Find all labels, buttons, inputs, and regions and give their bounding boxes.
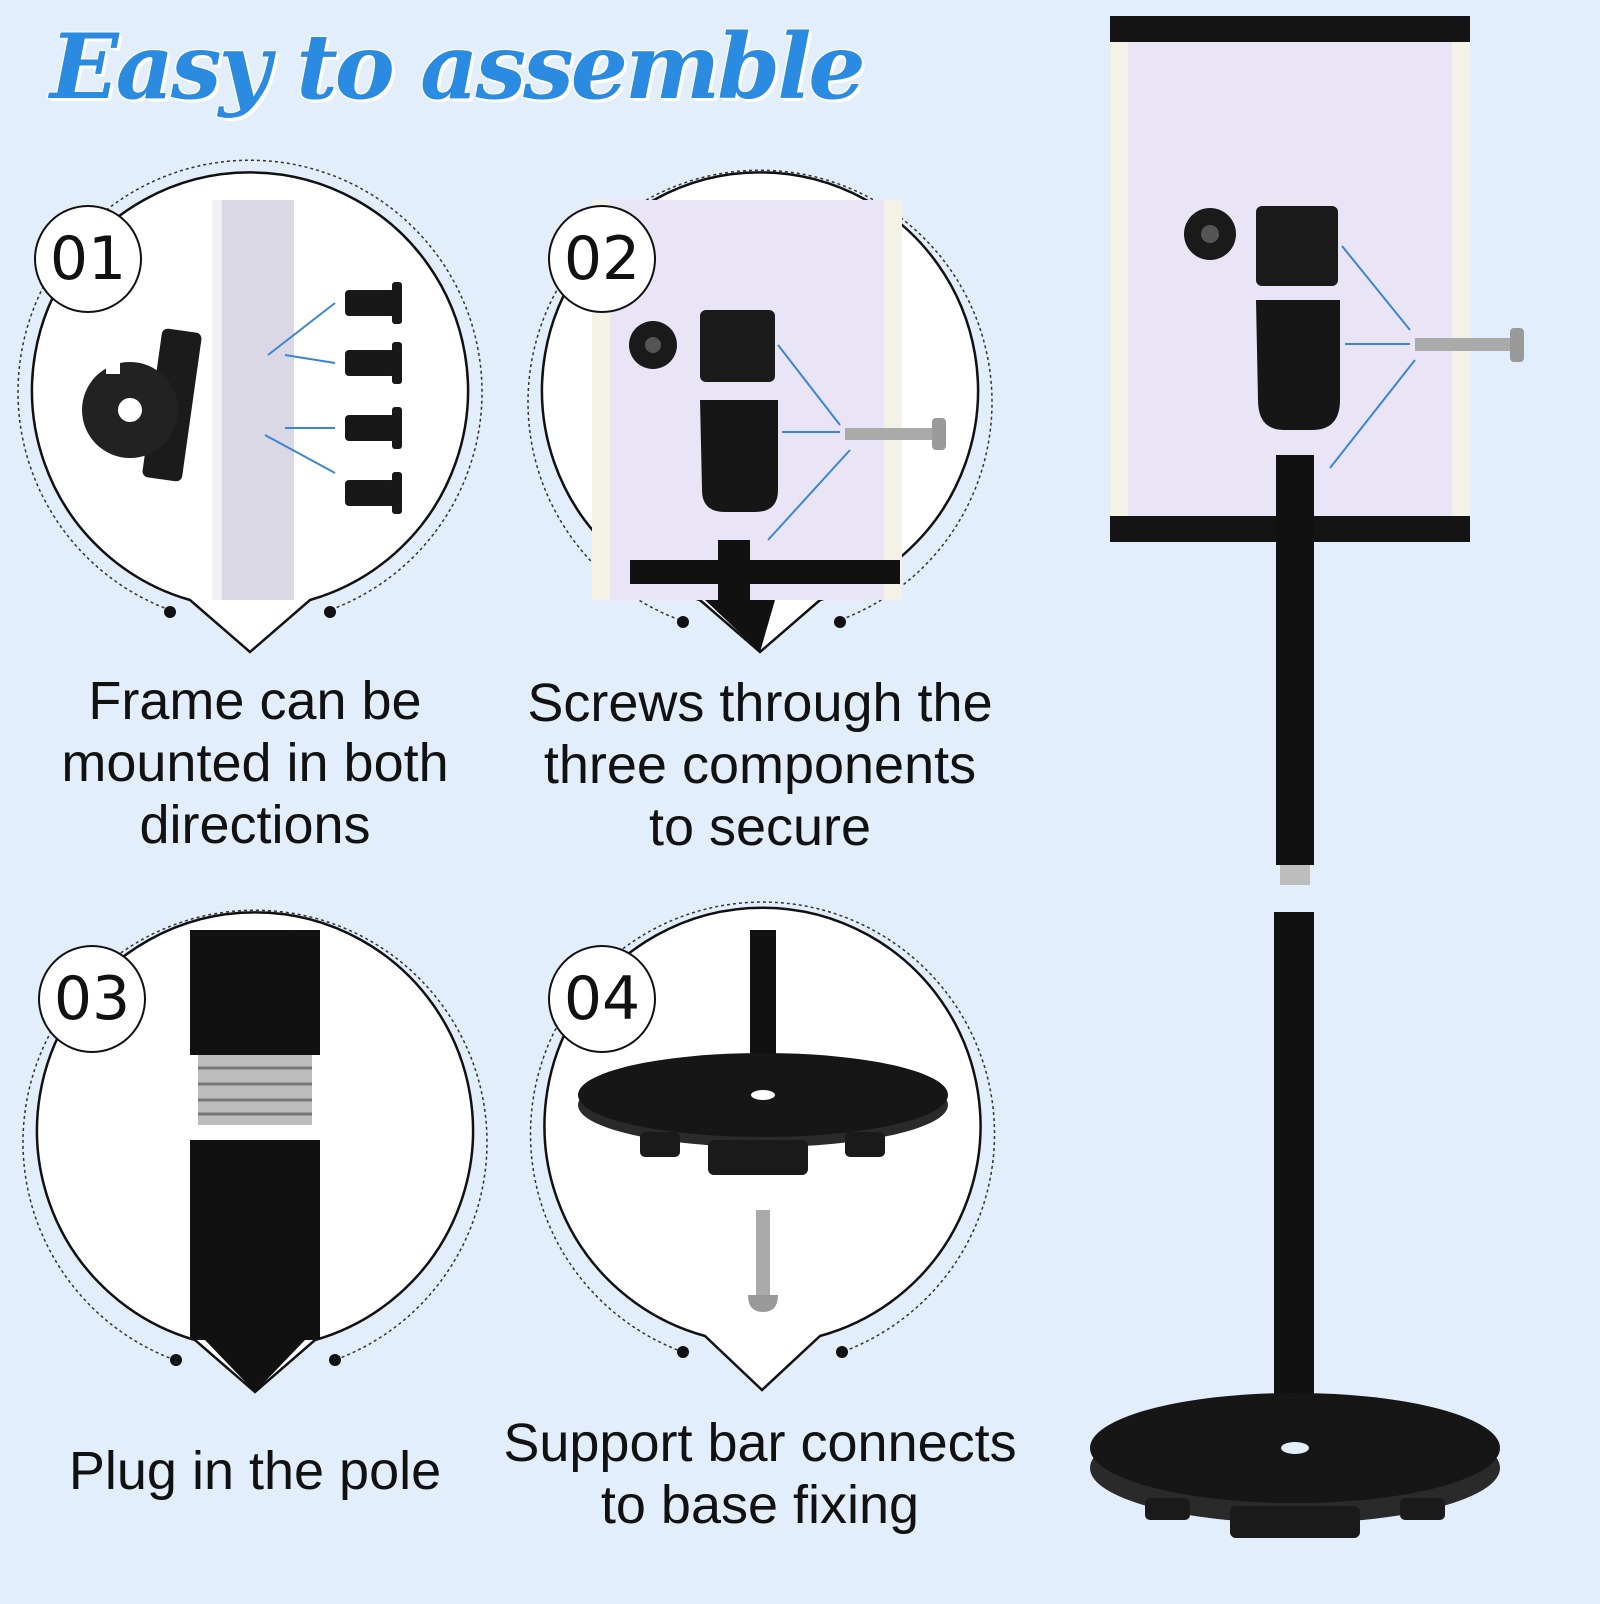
step-01: 01 Frame can be mounted in both directio… — [0, 159, 500, 855]
step-03: 03 Plug in the pole — [0, 900, 500, 1501]
step-02: 02 Screws through the three components t… — [520, 160, 1040, 857]
upper-pole — [1276, 455, 1314, 865]
lower-pole — [190, 1140, 320, 1340]
step-caption-03: Plug in the pole — [68, 1441, 442, 1501]
step-badge-02: 02 — [548, 205, 656, 313]
clamp-block — [700, 310, 775, 382]
bolt-icon — [748, 1210, 778, 1312]
step-badge-01: 01 — [34, 205, 142, 313]
frame-edge — [214, 200, 294, 600]
step-04-illustration — [529, 901, 996, 1392]
step-caption-04: Support bar connects to base fixing — [503, 1413, 1017, 1535]
step-caption-02: Screws through the three components to s… — [527, 673, 993, 857]
clamp-body — [700, 400, 778, 512]
bolt-icon — [845, 418, 946, 450]
assembled-stand-illustration — [1090, 16, 1524, 1538]
upper-pole — [190, 930, 320, 1055]
clamp-body — [1256, 300, 1340, 430]
mount-bracket-icon — [82, 328, 202, 482]
knob-icon — [629, 321, 677, 369]
thread-icon — [1280, 865, 1310, 885]
screws-icon — [345, 282, 402, 514]
pole — [750, 930, 776, 1070]
step-04: 04 Support bar connects to base fixing — [503, 900, 1040, 1535]
guide-lines — [264, 302, 336, 474]
step-caption-01: Frame can be mounted in both directions — [61, 671, 449, 855]
bolt-icon — [1415, 328, 1524, 362]
step-badge-04: 04 — [548, 945, 656, 1053]
page-title: Easy to assemble — [50, 14, 866, 120]
step-badge-03: 03 — [38, 945, 146, 1053]
assembled-stand — [1060, 0, 1600, 1600]
step-01-illustration — [17, 159, 483, 654]
step-03-illustration — [22, 909, 488, 1394]
lower-pole — [1274, 912, 1314, 1394]
pole-top — [718, 540, 750, 600]
knob-icon — [1184, 208, 1236, 260]
